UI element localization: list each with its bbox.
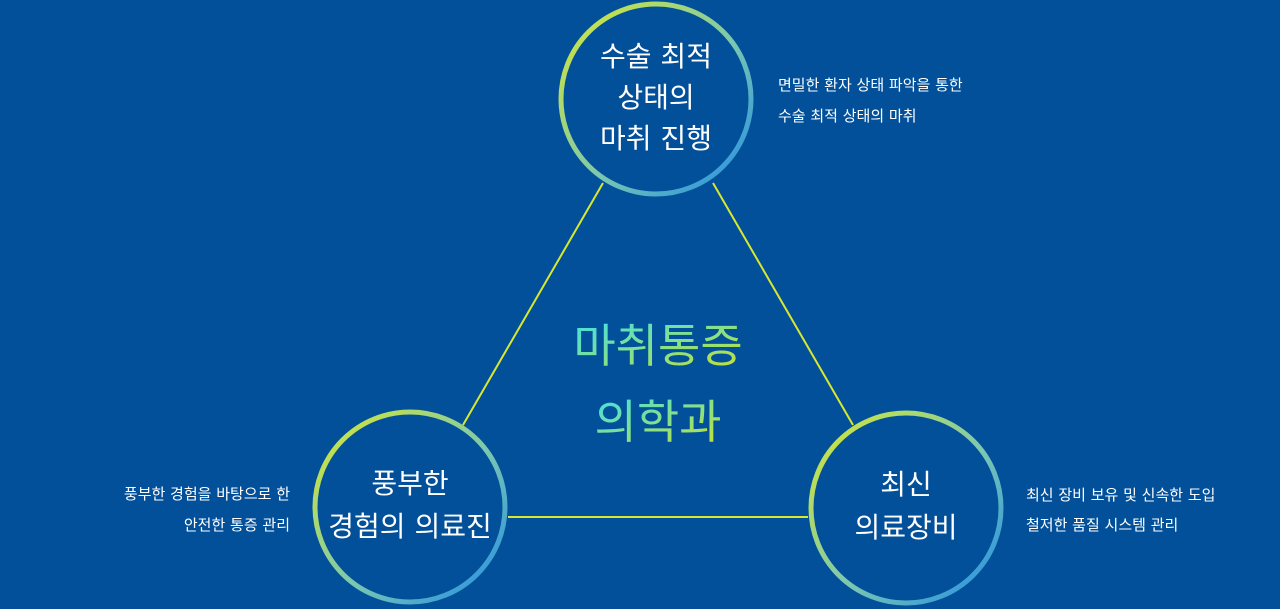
node-top-line2: 상태의 (617, 81, 694, 114)
node-top-line3: 마취 진행 (600, 122, 712, 155)
node-right-line1: 최신 (880, 468, 932, 501)
node-top-ring (558, 1, 754, 197)
connector-top-right (712, 182, 854, 426)
node-right-desc-line1: 최신 장비 보유 및 신속한 도입 (1026, 486, 1215, 504)
node-top-desc-line2: 수술 최적 상태의 마취 (778, 107, 917, 125)
center-title-line1: 마취통증 (573, 319, 742, 373)
center-title-line2: 의학과 (595, 395, 722, 449)
node-left-desc-line2: 안전한 통증 관리 (184, 516, 290, 534)
node-right: 최신 의료장비 (808, 410, 1004, 606)
node-top-desc-line1: 면밀한 환자 상태 파악을 통한 (778, 76, 963, 94)
node-top-line1: 수술 최적 (600, 40, 712, 73)
node-left-ring (312, 409, 508, 605)
node-left-line2: 경험의 의료진 (328, 510, 491, 543)
node-right-desc-line2: 철저한 품질 시스템 관리 (1026, 516, 1178, 534)
node-left-desc-line1: 풍부한 경험을 바탕으로 한 (124, 485, 290, 503)
node-left: 풍부한 경험의 의료진 (312, 409, 508, 605)
node-right-line2: 의료장비 (854, 511, 957, 544)
node-right-ring (808, 410, 1004, 606)
node-top: 수술 최적 상태의 마취 진행 (558, 1, 754, 197)
connector-top-left (462, 182, 604, 426)
node-left-line1: 풍부한 (371, 467, 448, 500)
